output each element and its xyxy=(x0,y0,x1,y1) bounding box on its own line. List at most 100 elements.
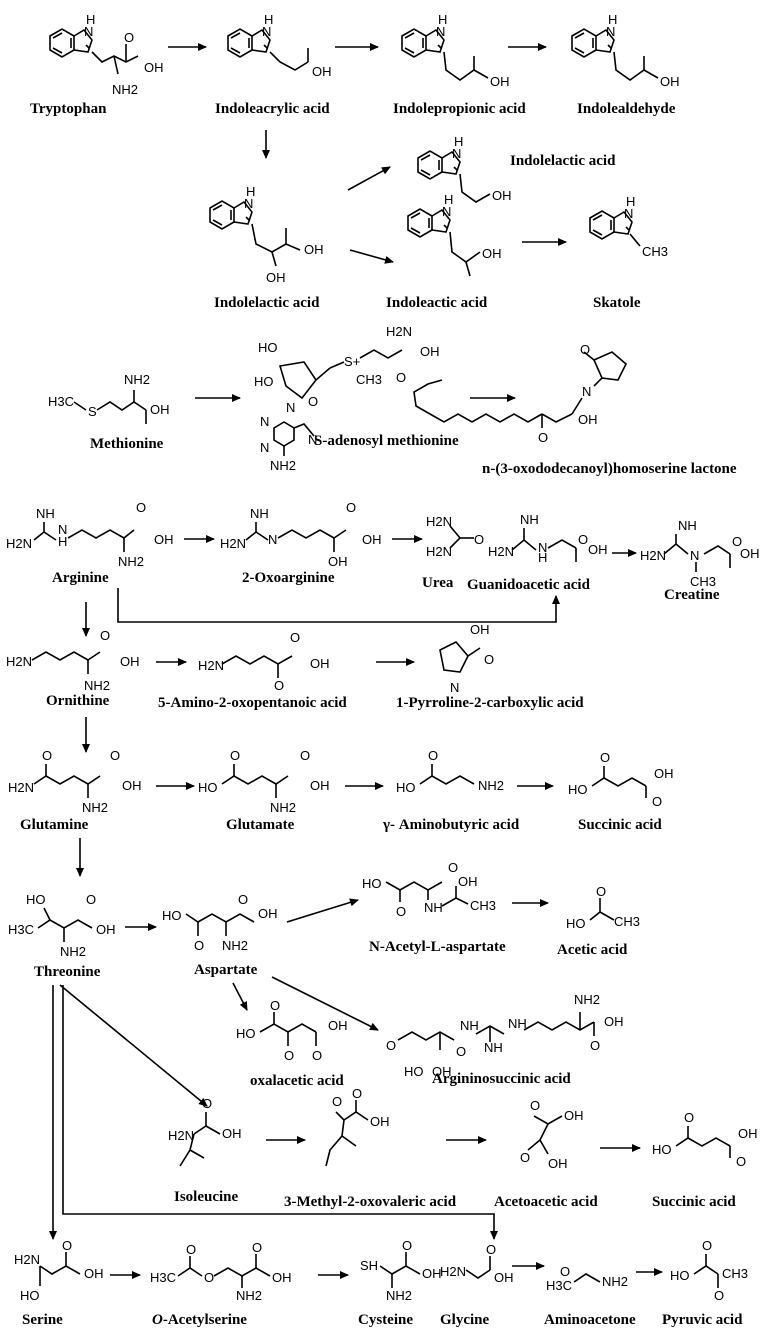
svg-text:NH2: NH2 xyxy=(112,82,138,97)
label-acetylserine-prefix: O xyxy=(152,1312,163,1328)
svg-text:OH: OH xyxy=(492,188,512,203)
reaction-arrows xyxy=(49,43,663,1279)
label-glutamate: Glutamate xyxy=(226,817,295,833)
tryptophan-structure: H N OH O NH2 xyxy=(49,12,164,97)
svg-text:HO: HO xyxy=(362,876,382,891)
svg-text:OH: OH xyxy=(604,1014,624,1029)
svg-text:OH: OH xyxy=(222,1126,242,1141)
serine-structure: H2N O OH HO xyxy=(14,1238,104,1303)
svg-text:OH: OH xyxy=(120,654,140,669)
svg-text:HO: HO xyxy=(652,1142,672,1157)
svg-text:O: O xyxy=(520,1150,530,1165)
svg-text:O: O xyxy=(484,652,494,667)
svg-text:O: O xyxy=(62,1238,72,1253)
svg-text:H: H xyxy=(86,12,95,27)
svg-text:H2N: H2N xyxy=(14,1252,40,1267)
svg-text:H: H xyxy=(538,550,547,565)
svg-text:N: N xyxy=(262,24,271,39)
indolelactic-top-structure: H N OH xyxy=(417,134,512,203)
svg-text:O: O xyxy=(332,1094,342,1109)
svg-text:O: O xyxy=(386,1038,396,1053)
svg-text:H: H xyxy=(246,184,255,199)
svg-text:N: N xyxy=(286,400,295,415)
svg-text:NH2: NH2 xyxy=(84,678,110,693)
svg-text:O: O xyxy=(194,938,204,953)
threonine-structure: HO H3C NH2 O OH xyxy=(8,892,116,959)
arrow-indolelactic-to-indoleactic xyxy=(349,249,394,264)
svg-text:H2N: H2N xyxy=(198,658,224,673)
svg-text:O: O xyxy=(596,884,606,899)
svg-text:CH3: CH3 xyxy=(690,574,716,589)
svg-text:CH3: CH3 xyxy=(614,914,640,929)
svg-text:H2N: H2N xyxy=(640,548,666,563)
label-oxalacetic: oxalacetic acid xyxy=(250,1073,344,1089)
svg-text:OH: OH xyxy=(144,60,164,75)
svg-text:O: O xyxy=(652,794,662,809)
svg-text:N: N xyxy=(244,196,253,211)
svg-text:HO: HO xyxy=(404,1064,424,1079)
svg-text:O: O xyxy=(600,750,610,765)
aspartate-structure: HO O NH2 O OH xyxy=(162,892,278,953)
label-skatole: Skatole xyxy=(593,295,641,311)
svg-text:OH: OH xyxy=(310,656,330,671)
svg-text:N: N xyxy=(260,440,269,455)
svg-text:O: O xyxy=(590,1038,600,1053)
svg-text:O: O xyxy=(136,500,146,515)
svg-text:O: O xyxy=(186,1242,196,1257)
svg-text:OH: OH xyxy=(370,1114,390,1129)
svg-text:HO: HO xyxy=(568,782,588,797)
svg-text:NH2: NH2 xyxy=(270,800,296,815)
acetylaspartate-structure: HO O NH O OH CH3 xyxy=(362,860,496,919)
label-homoserine: n-(3-oxododecanoyl)homoserine lactone xyxy=(482,461,737,477)
svg-text:OH: OH xyxy=(422,1266,442,1281)
label-aminoacetone: Aminoacetone xyxy=(544,1312,636,1328)
svg-text:OH: OH xyxy=(578,412,598,427)
svg-text:O: O xyxy=(538,430,548,445)
svg-text:NH: NH xyxy=(484,1040,503,1055)
arrow-threonine-to-isoleucine xyxy=(59,984,208,1107)
label-indolepropionic: Indolepropionic acid xyxy=(393,101,526,117)
svg-text:OH: OH xyxy=(272,1270,292,1285)
svg-text:O: O xyxy=(300,748,310,763)
svg-text:H: H xyxy=(58,534,67,549)
svg-text:H2N: H2N xyxy=(6,536,32,551)
svg-text:O: O xyxy=(312,1048,322,1063)
svg-text:HO: HO xyxy=(254,374,274,389)
label-tryptophan: Tryptophan xyxy=(30,101,107,117)
glycine-structure: H2N O OH xyxy=(440,1242,514,1285)
arrow-aspartate-to-oxalacetic xyxy=(232,982,248,1011)
svg-text:S+: S+ xyxy=(344,354,360,369)
svg-text:OH: OH xyxy=(654,766,674,781)
arginine-structure: H2N NH H N NH2 O OH xyxy=(6,500,174,569)
svg-text:N: N xyxy=(624,206,633,221)
svg-text:OH: OH xyxy=(482,246,502,261)
oxoarginine-structure: H2N NH N OH O OH xyxy=(220,500,382,569)
svg-text:NH2: NH2 xyxy=(602,1274,628,1289)
gaba-structure: HO O NH2 xyxy=(396,748,504,795)
arrow-aspartate-to-argininosuccinic xyxy=(271,976,379,1031)
svg-text:OH: OH xyxy=(470,622,490,637)
succinic-1-structure: HO O O OH xyxy=(568,750,674,809)
svg-text:O: O xyxy=(308,394,318,409)
svg-text:N: N xyxy=(690,548,699,563)
svg-text:O: O xyxy=(100,628,110,643)
aminoacetone-structure: O H3C NH2 xyxy=(546,1264,628,1293)
svg-text:H3C: H3C xyxy=(48,394,74,409)
label-acetoacetic: Acetoacetic acid xyxy=(494,1194,598,1210)
acetylserine-structure: H3C O O O NH2 OH xyxy=(150,1240,292,1303)
svg-text:OH: OH xyxy=(150,402,170,417)
label-isoleucine: Isoleucine xyxy=(174,1189,239,1205)
isoleucine-structure: H2N O OH xyxy=(168,1096,242,1167)
svg-text:SH: SH xyxy=(360,1258,378,1273)
indoleacrylic-structure: H N OH xyxy=(227,12,332,79)
svg-text:OH: OH xyxy=(122,778,142,793)
indolealdehyde-structure: H N OH xyxy=(571,12,680,89)
svg-text:O: O xyxy=(402,1238,412,1253)
ornithine-structure: H2N NH2 O OH xyxy=(6,628,140,693)
label-gaba: γ- Aminobutyric acid xyxy=(383,817,520,833)
label-arginine: Arginine xyxy=(52,570,109,586)
svg-text:O: O xyxy=(396,370,406,385)
label-creatine: Creatine xyxy=(664,587,720,603)
svg-text:O: O xyxy=(578,532,588,547)
sam-structure: HO HO S+ CH3 H2N OH O O N N N N NH2 xyxy=(254,324,440,473)
